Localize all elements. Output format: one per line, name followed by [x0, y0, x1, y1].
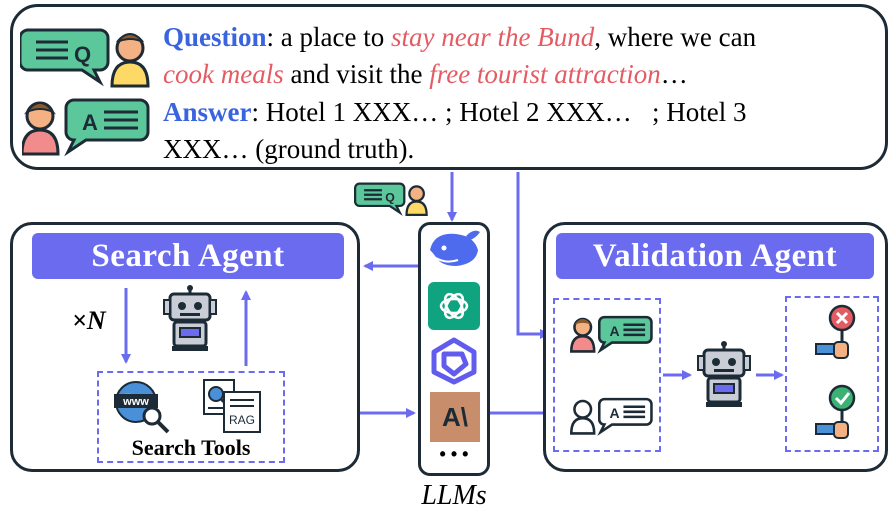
deepseek-logo-icon[interactable]: [426, 228, 482, 274]
arrow-question-to-validation: [516, 172, 550, 339]
svg-text:Q: Q: [385, 190, 395, 204]
question-highlight-cook: cook meals: [163, 59, 284, 89]
search-robot-icon: [163, 285, 217, 351]
question-highlight-free: free tourist attraction: [429, 59, 661, 89]
answer-chat-icon: A: [22, 98, 150, 157]
q-letter: Q: [74, 42, 91, 67]
search-agent-title: Search Agent: [32, 233, 344, 279]
validator-robot-icon: [697, 341, 751, 407]
chatgpt-logo-icon[interactable]: [428, 282, 480, 330]
svg-text:A: A: [609, 405, 619, 421]
question-text-1a: : a place to: [266, 22, 391, 52]
rag-document-icon[interactable]: RAG: [202, 378, 266, 434]
www-label: www: [122, 396, 149, 408]
answer-text-2: XXX… (ground truth).: [163, 134, 415, 164]
search-tools-label: Search Tools: [131, 435, 251, 460]
ground-truth-answer-icon: A: [570, 315, 653, 354]
reject-sign-icon: [815, 304, 856, 359]
question-line-1: Question: a place to stay near the Bund,…: [163, 19, 756, 56]
anthropic-logo-icon[interactable]: A\: [430, 392, 480, 442]
anthropic-mark: A\: [442, 401, 468, 432]
small-question-icon: Q: [354, 182, 428, 216]
question-chat-icon: Q: [20, 28, 150, 88]
question-text-2b: …: [660, 59, 688, 89]
accept-sign-icon: [815, 384, 856, 439]
question-label: Question: [163, 22, 267, 52]
predicted-answer-icon: A: [570, 397, 653, 436]
qa-bubble: [10, 4, 888, 170]
question-highlight-bund: stay near the Bund: [390, 22, 595, 52]
question-text-1b: , where we can: [594, 22, 757, 52]
a-letter: A: [82, 110, 98, 135]
rag-label: RAG: [229, 413, 255, 427]
question-text-2a: and visit the: [283, 59, 430, 89]
qwen-logo-icon[interactable]: [428, 336, 480, 386]
llms-label: LLMs: [421, 480, 487, 511]
more-llms-dots: • • •: [439, 444, 469, 464]
answer-label: Answer: [163, 97, 252, 127]
validation-agent-title: Validation Agent: [556, 233, 874, 279]
answer-text-1: : Hotel 1 XXX… ; Hotel 2 XXX… ; Hotel 3: [251, 97, 747, 127]
svg-text:A: A: [609, 323, 619, 339]
answers-compare-box: [553, 298, 661, 452]
repeat-n-label: ×N: [72, 306, 106, 335]
question-line-2: cook meals and visit the free tourist at…: [163, 56, 688, 93]
search-tools-box: [97, 371, 285, 463]
answer-line-1: Answer: Hotel 1 XXX… ; Hotel 2 XXX… ; Ho…: [163, 94, 746, 131]
verdict-box: [785, 296, 879, 452]
web-search-icon[interactable]: www: [112, 378, 172, 434]
answer-line-2: XXX… (ground truth).: [163, 131, 414, 168]
